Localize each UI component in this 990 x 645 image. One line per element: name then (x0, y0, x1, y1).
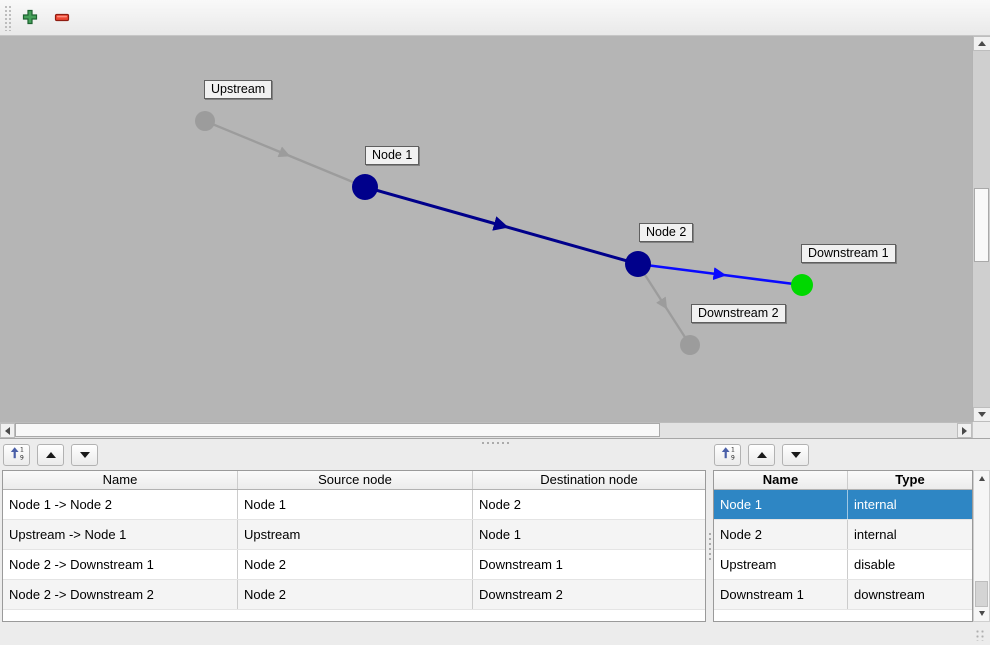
vertical-splitter[interactable] (706, 470, 713, 622)
graph-node[interactable] (791, 274, 813, 296)
graph-edge[interactable] (637, 263, 691, 346)
column-header[interactable]: Source node (238, 471, 473, 489)
scroll-left-button[interactable] (0, 423, 15, 438)
sort-icon: 1 9 (9, 445, 25, 466)
add-icon (21, 8, 39, 29)
node-label[interactable]: Node 2 (639, 223, 694, 242)
arrow-left-icon (5, 426, 10, 435)
window-resize-grip[interactable] (975, 629, 985, 641)
graph-edge[interactable] (204, 119, 366, 189)
sort-icon: 1 9 (720, 445, 736, 466)
graph-node[interactable] (352, 174, 378, 200)
move-down-icon (79, 452, 90, 458)
horizontal-splitter[interactable] (0, 438, 990, 447)
table-cell[interactable]: Node 1 (479, 527, 521, 542)
canvas-horizontal-scrollbar[interactable] (0, 422, 972, 438)
table-scrollbar-thumb[interactable] (975, 581, 988, 607)
table-cell[interactable]: internal (854, 497, 897, 512)
node-label[interactable]: Downstream 2 (691, 304, 786, 323)
table-cell[interactable]: Node 2 (238, 550, 473, 579)
remove-icon (53, 8, 71, 29)
node-move-up-button[interactable] (748, 444, 775, 466)
edge-sort-button[interactable]: 1 9 (3, 444, 30, 466)
table-scroll-down-button[interactable] (974, 607, 989, 620)
table-cell[interactable]: Node 2 (238, 580, 473, 609)
svg-text:1: 1 (20, 446, 24, 453)
node-label[interactable]: Upstream (204, 80, 273, 99)
table-scroll-up-button[interactable] (974, 472, 989, 485)
table-row[interactable]: Node 1 internal (714, 490, 972, 520)
scroll-down-button[interactable] (973, 407, 990, 422)
table-cell[interactable]: Node 2 (714, 520, 848, 549)
table-cell[interactable]: Upstream -> Node 1 (3, 520, 238, 549)
horizontal-scrollbar-thumb[interactable] (15, 423, 660, 437)
table-cell[interactable]: Downstream 2 (479, 587, 563, 602)
toolbar-grip[interactable] (4, 5, 12, 31)
table-cell[interactable]: Node 1 (714, 490, 848, 519)
arrow-down-icon (978, 611, 985, 616)
table-cell[interactable]: internal (854, 527, 897, 542)
table-cell[interactable]: disable (854, 557, 896, 572)
table-cell[interactable]: Node 2 (479, 497, 521, 512)
edge-move-up-button[interactable] (37, 444, 64, 466)
node-label[interactable]: Node 1 (365, 146, 420, 165)
column-header[interactable]: Type (895, 472, 925, 487)
node-table-scrollbar[interactable] (973, 470, 990, 622)
table-cell[interactable]: Upstream (714, 550, 848, 579)
move-up-icon (756, 452, 767, 458)
table-header-row: Name Type (714, 471, 972, 490)
scroll-up-button[interactable] (973, 36, 990, 51)
table-row[interactable]: Node 2 internal (714, 520, 972, 550)
svg-text:1: 1 (731, 446, 735, 453)
main-toolbar (0, 0, 990, 36)
table-cell[interactable]: Downstream 1 (714, 580, 848, 609)
table-row[interactable]: Upstream disable (714, 550, 972, 580)
scroll-right-button[interactable] (957, 423, 972, 438)
table-cell[interactable]: Upstream (238, 520, 473, 549)
node-move-down-button[interactable] (782, 444, 809, 466)
move-up-icon (45, 452, 56, 458)
column-header[interactable]: Name (3, 471, 238, 489)
node-label[interactable]: Downstream 1 (801, 244, 896, 263)
svg-text:9: 9 (20, 454, 24, 461)
edge-move-down-button[interactable] (71, 444, 98, 466)
arrow-up-icon (978, 476, 985, 481)
add-button[interactable] (17, 5, 43, 31)
table-cell[interactable]: downstream (854, 587, 925, 602)
table-cell[interactable]: Downstream 1 (479, 557, 563, 572)
vertical-scrollbar-thumb[interactable] (974, 188, 989, 262)
node-sort-button[interactable]: 1 9 (714, 444, 741, 466)
move-down-icon (790, 452, 801, 458)
graph-node[interactable] (625, 251, 651, 277)
graph-edge[interactable] (364, 185, 639, 266)
arrow-right-icon (962, 426, 967, 435)
table-row[interactable]: Downstream 1 downstream (714, 580, 972, 610)
arrow-down-icon (978, 412, 986, 417)
graph-node[interactable] (195, 111, 215, 131)
table-cell[interactable]: Node 1 (238, 490, 473, 519)
remove-button[interactable] (49, 5, 75, 31)
graph-svg (195, 111, 813, 355)
column-header[interactable]: Name (714, 471, 848, 489)
svg-text:9: 9 (731, 454, 735, 461)
graph-edge[interactable] (637, 262, 803, 287)
canvas-vertical-scrollbar[interactable] (972, 36, 990, 422)
arrow-up-icon (978, 41, 986, 46)
column-header[interactable]: Destination node (540, 472, 638, 487)
table-cell[interactable]: Node 1 -> Node 2 (3, 490, 238, 519)
splitter-grip-icon (481, 442, 509, 444)
graph-node[interactable] (680, 335, 700, 355)
scrollbar-corner (972, 422, 990, 438)
table-cell[interactable]: Node 2 -> Downstream 2 (3, 580, 238, 609)
table-cell[interactable]: Node 2 -> Downstream 1 (3, 550, 238, 579)
